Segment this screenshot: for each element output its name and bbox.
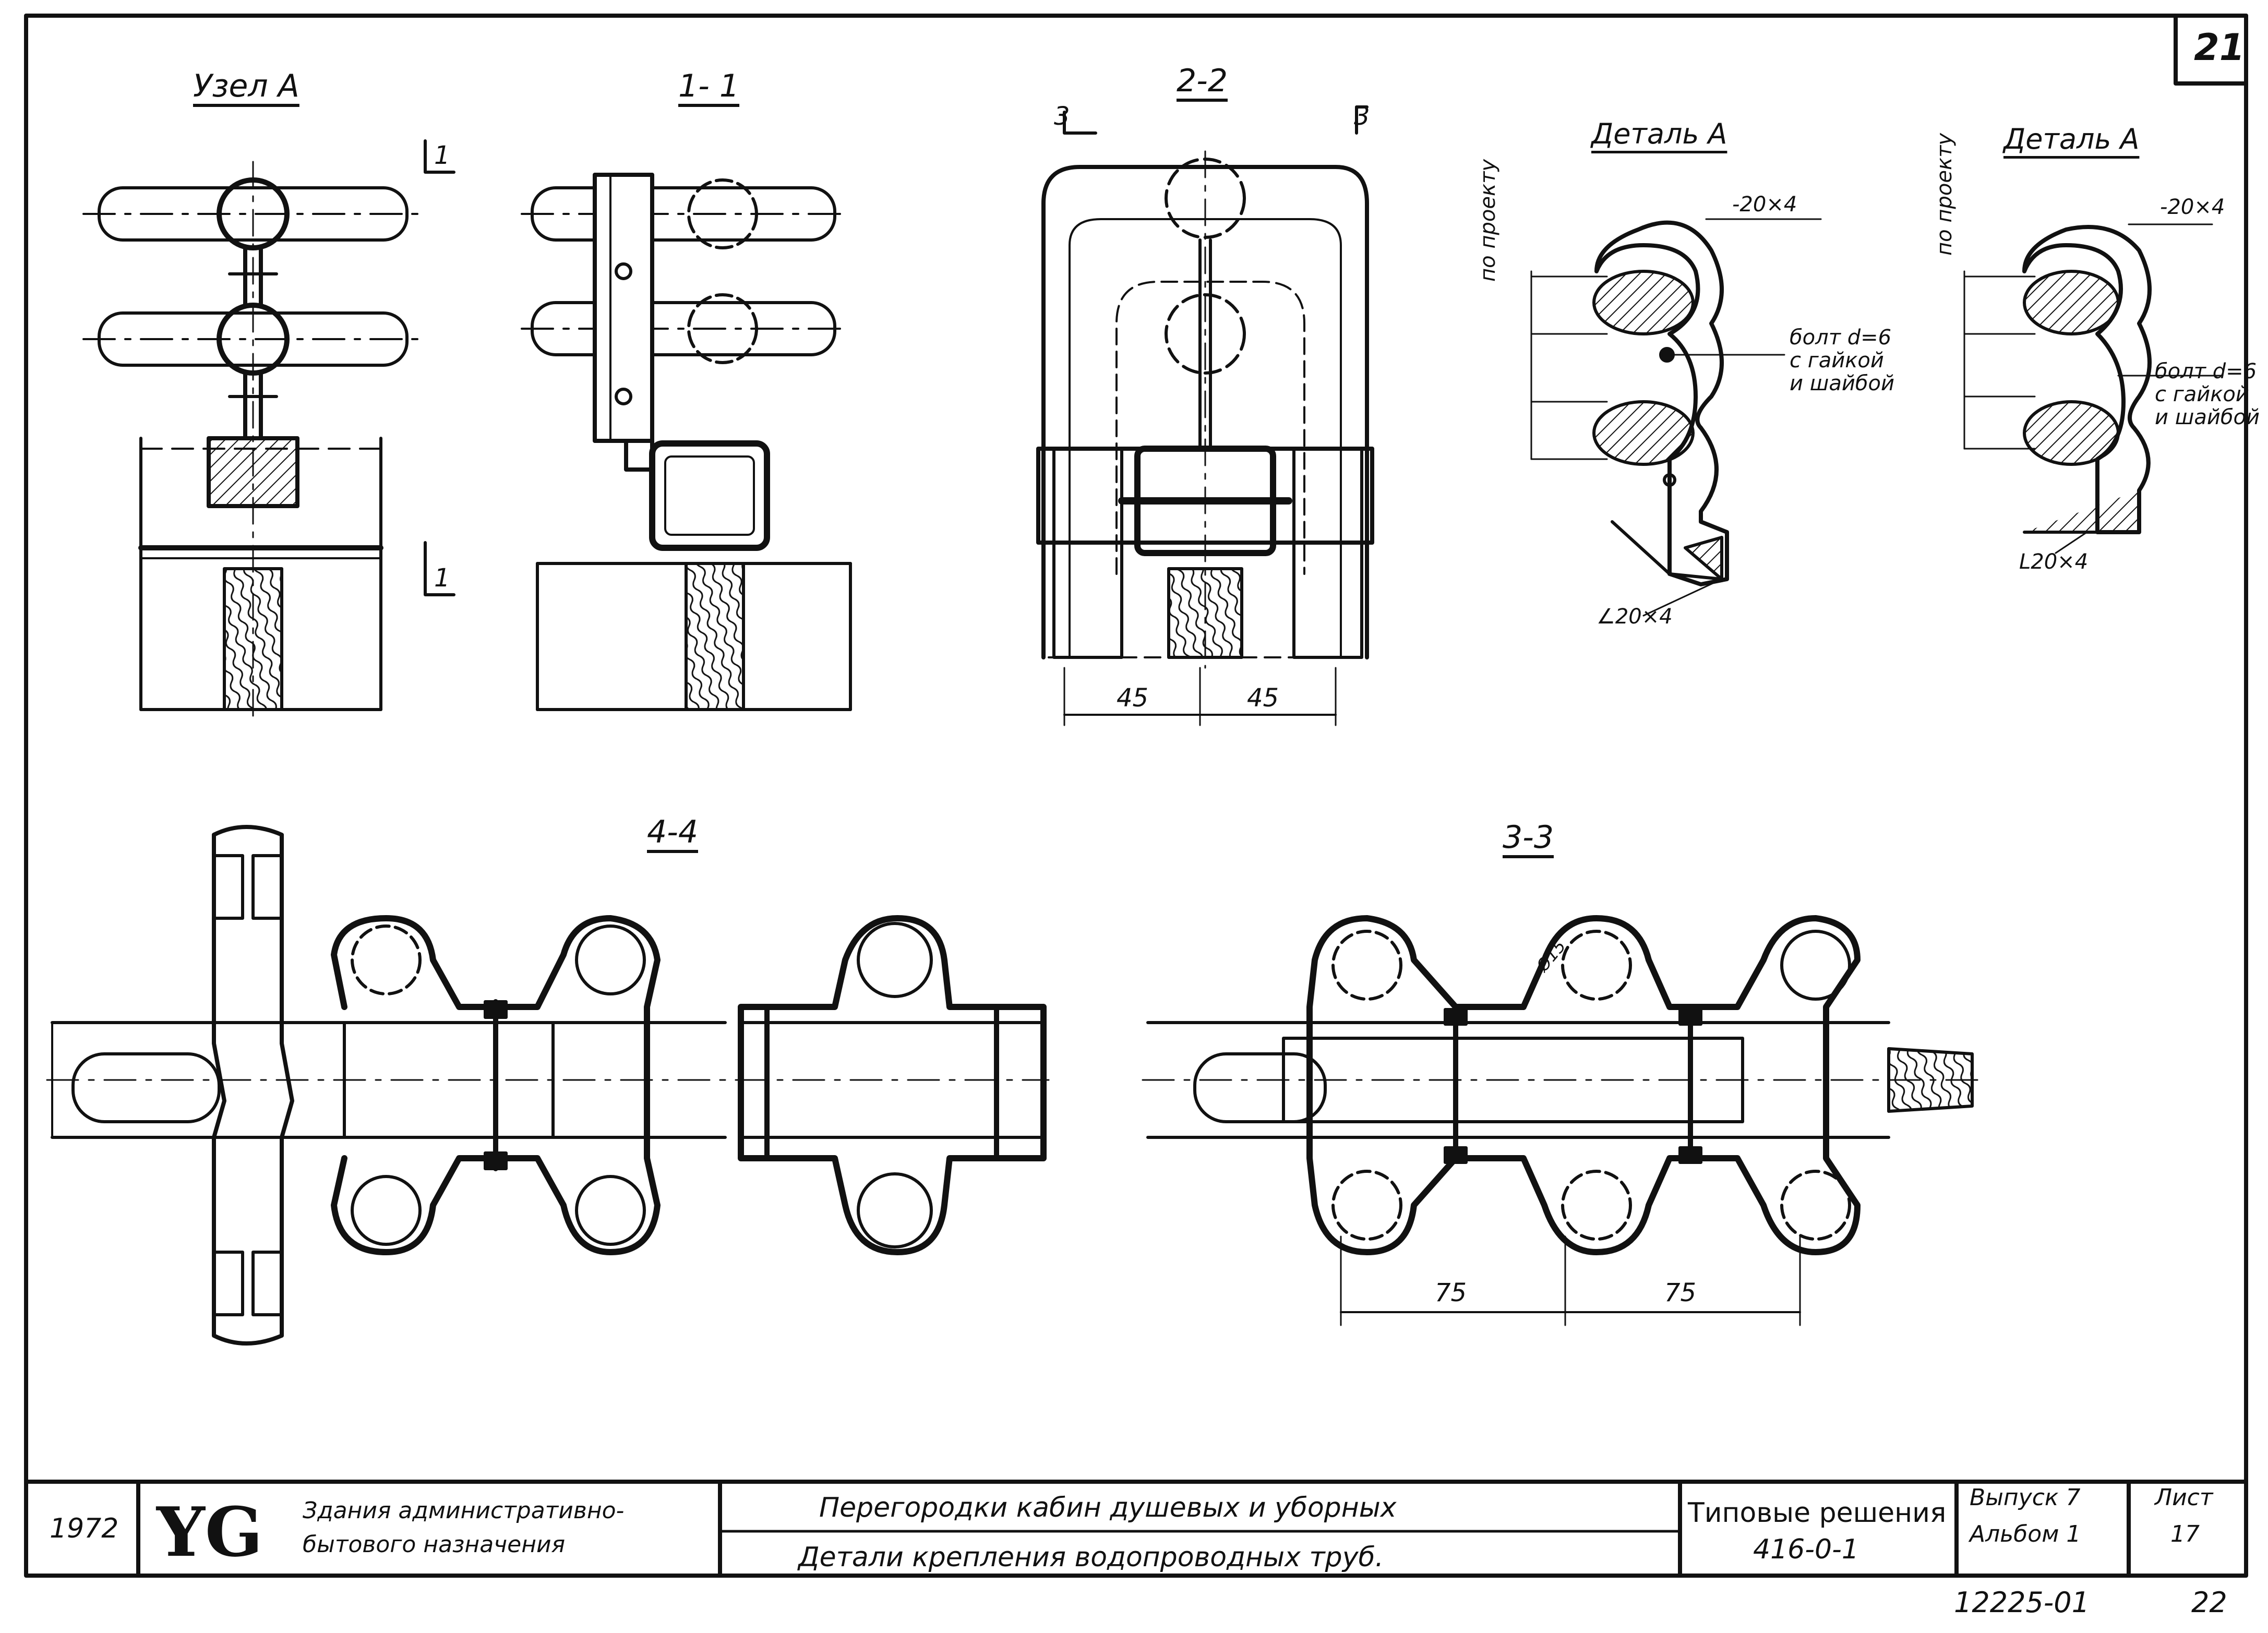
note-bolt-1-line2: с гайкой (1790, 349, 1884, 373)
tb-issue: Выпуск 7 (1970, 1484, 2081, 1511)
tb-sheet-no: 17 (2170, 1521, 2200, 1547)
note-strip-2: -20×4 (2160, 195, 2225, 219)
view-section-2-2 (1036, 105, 1374, 726)
title-section-3-3: 3-3 (1503, 819, 1554, 856)
note-bolt-2-line3: и шайбой (2155, 405, 2260, 429)
note-angle-1: ∠20×4 (1597, 605, 1673, 629)
title-section-4-4: 4-4 (647, 814, 698, 850)
dim-2-2-right: 45 (1247, 683, 1279, 713)
title-section-1-1: 1- 1 (678, 68, 740, 104)
tb-title-line2: Детали крепления водопроводных труб. (798, 1542, 1384, 1573)
view-uzel-a (82, 139, 455, 721)
cut-marker-3-right: 3 (1354, 102, 1370, 131)
tb-series-line1: Типовые решения (1688, 1497, 1947, 1529)
tb-sheet-label: Лист (2155, 1484, 2213, 1511)
title-detail-a-1: Деталь А (1591, 117, 1727, 150)
tb-series-line2: 416-0-1 (1753, 1534, 1859, 1565)
tb-title-line1: Перегородки кабин душевых и уборных (819, 1492, 1397, 1523)
dim-2-2-left: 45 (1117, 683, 1149, 713)
note-bolt-1-line1: болт d=6 (1790, 326, 1892, 350)
sheet-number: 21 (2194, 26, 2245, 69)
dim-3-3-right: 75 (1664, 1278, 1697, 1307)
tb-year: 1972 (50, 1513, 119, 1544)
sheet-frame (24, 14, 2248, 1578)
cut-marker-1-bottom: 1 (434, 563, 450, 593)
tb-org-line2: бытового назначения (303, 1531, 566, 1558)
bottom-page: 22 (2191, 1586, 2227, 1619)
view-section-1-1 (521, 173, 852, 711)
tb-org-line1: Здания административно- (303, 1497, 625, 1524)
view-section-4-4 (46, 825, 1050, 1346)
note-bolt-2-line2: с гайкой (2155, 382, 2249, 406)
title-section-2-2: 2-2 (1177, 63, 1228, 99)
view-detail-a-2 (1963, 223, 2224, 554)
title-uzel-a: Узел А (193, 68, 299, 104)
bottom-code: 12225-01 (1954, 1586, 2090, 1619)
note-by-design-2: по проекту (1933, 133, 1957, 256)
cut-marker-1-top: 1 (434, 141, 450, 170)
view-section-3-3 (1142, 915, 1978, 1326)
title-block (24, 1480, 2248, 1578)
title-detail-a-2: Деталь А (2003, 123, 2140, 155)
note-angle-2: L20×4 (2019, 550, 2089, 574)
note-by-design-1: по проекту (1476, 159, 1500, 282)
view-detail-a-1 (1530, 218, 1822, 617)
sheet-number-box (2174, 14, 2248, 86)
dim-3-3-left: 75 (1435, 1278, 1467, 1307)
note-strip-1: -20×4 (1732, 193, 1797, 217)
cut-marker-3-left: 3 (1054, 102, 1070, 131)
tb-album: Альбом 1 (1970, 1521, 2081, 1547)
note-bolt-1-line3: и шайбой (1790, 371, 1894, 395)
note-bolt-2-line1: болт d=6 (2155, 359, 2257, 383)
tb-org-logo: YG (157, 1492, 263, 1572)
